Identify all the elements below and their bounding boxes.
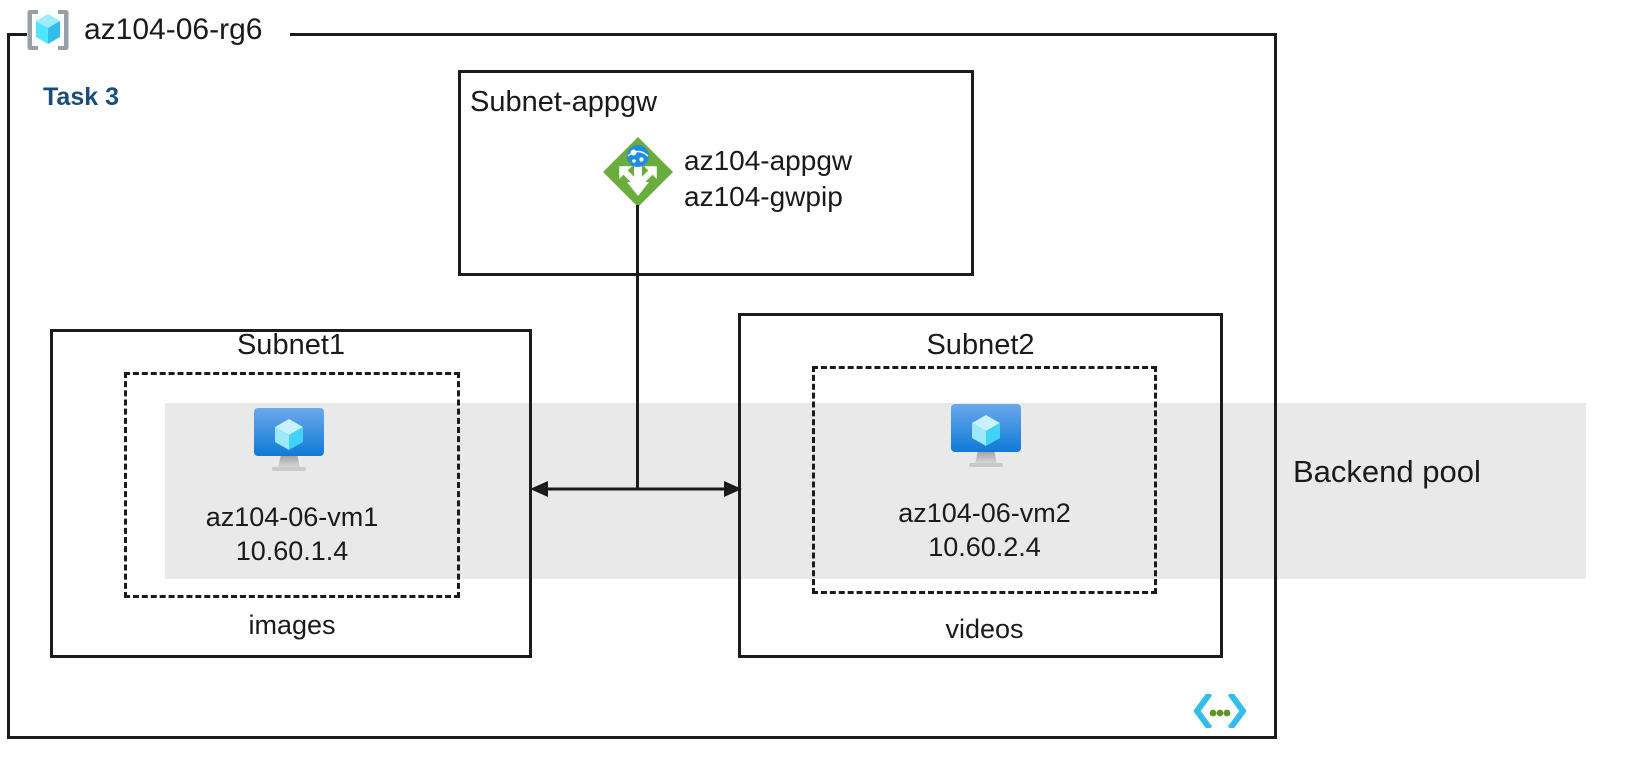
subnet1-vm-ip: 10.60.1.4 (235, 536, 349, 566)
subnet1-vm-name: az104-06-vm1 (205, 502, 379, 532)
application-gateway-icon (601, 135, 675, 209)
task-label: Task 3 (43, 83, 119, 111)
backend-pool-band (165, 403, 1586, 579)
subnet1-vm-group (124, 372, 460, 598)
subnet1-title: Subnet1 (236, 329, 346, 361)
subnet1-group-caption: images (248, 610, 336, 640)
subnet2-box (738, 313, 1223, 658)
subnet-link-arrow (528, 470, 744, 508)
subnet1-box (50, 329, 532, 658)
subnet-appgw-box (458, 70, 974, 276)
resource-group-container (7, 33, 1277, 739)
resource-group-border-right (290, 33, 1277, 36)
appgw-resource-name: az104-appgw (684, 145, 853, 176)
subnet2-group-caption: videos (945, 614, 1024, 644)
subnet2-vm-name: az104-06-vm2 (898, 498, 1071, 528)
gwpip-resource-name: az104-gwpip (684, 181, 843, 212)
resource-group-icon (24, 6, 72, 54)
subnet-appgw-title: Subnet-appgw (470, 86, 658, 118)
resource-group-label: az104-06-rg6 (84, 13, 263, 46)
subnet2-vm-ip: 10.60.2.4 (928, 532, 1041, 562)
virtual-machine-icon (250, 404, 328, 476)
subnet2-title: Subnet2 (926, 329, 1035, 361)
subnet2-vm-group (812, 366, 1157, 594)
appgw-connector-line (636, 205, 639, 490)
resource-group-border-left (7, 33, 27, 36)
code-brackets-icon (1193, 691, 1247, 731)
virtual-machine-icon (947, 400, 1025, 472)
backend-pool-label: Backend pool (1293, 454, 1481, 489)
